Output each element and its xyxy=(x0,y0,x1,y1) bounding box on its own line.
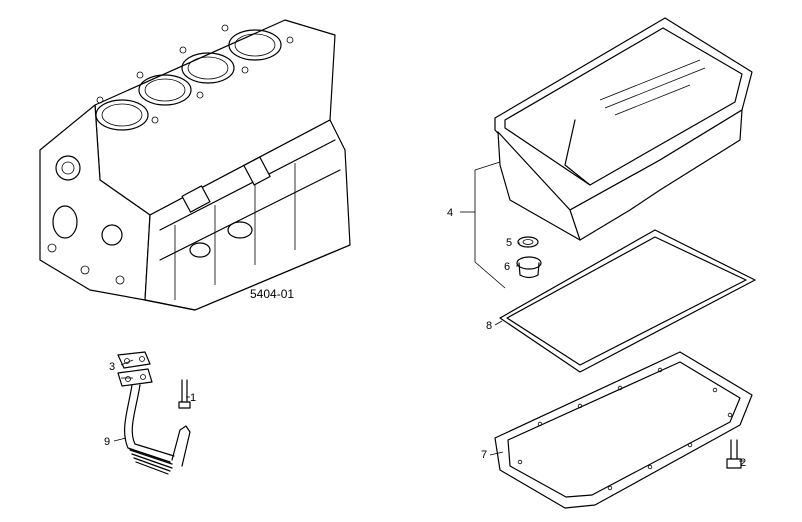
callout-1: 1 xyxy=(190,392,196,404)
drain-plug-seal xyxy=(517,236,539,248)
callout-7: 7 xyxy=(481,449,487,461)
oil-pan-gasket xyxy=(499,229,756,373)
callout-8: 8 xyxy=(486,320,492,332)
stiffener-frame xyxy=(494,351,753,509)
suction-pipe xyxy=(117,351,191,475)
callout-9: 9 xyxy=(104,436,110,448)
callout-6: 6 xyxy=(504,261,510,273)
callout-2: 2 xyxy=(740,457,746,469)
pan-screw xyxy=(726,439,742,469)
reference-code: 5404-01 xyxy=(250,287,294,301)
callout-5: 5 xyxy=(506,237,512,249)
leader-lines xyxy=(113,161,744,462)
engine-block xyxy=(39,19,351,311)
drain-plug xyxy=(516,256,542,279)
oil-pan xyxy=(494,17,753,241)
callout-4: 4 xyxy=(447,207,453,219)
callout-3: 3 xyxy=(109,361,115,373)
